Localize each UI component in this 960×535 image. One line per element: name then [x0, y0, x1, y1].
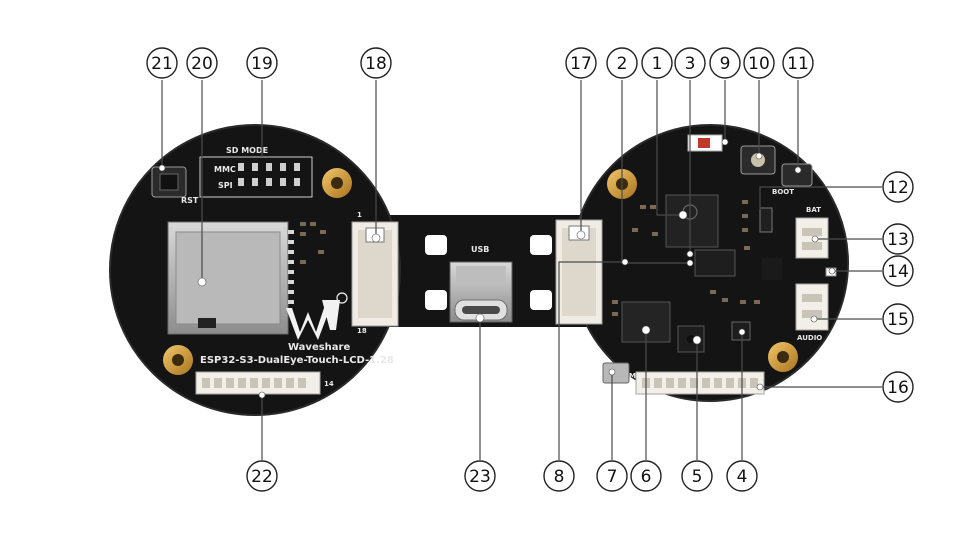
callout-20: 20	[186, 47, 218, 79]
callout-19: 19	[246, 47, 278, 79]
callout-22-label: 22	[251, 467, 273, 487]
callout-4-label: 4	[737, 467, 748, 487]
callout-16-label: 16	[887, 378, 909, 398]
callout-7: 7	[596, 460, 628, 492]
boot-button[interactable]	[740, 145, 776, 175]
sd-card-slot	[167, 221, 294, 335]
left-smd-components	[300, 222, 326, 264]
callout-21-label: 21	[151, 54, 173, 74]
mounting-hole-left-top	[322, 168, 352, 198]
callout-1: 1	[641, 47, 673, 79]
callout-12: 12	[882, 171, 914, 203]
callouts: 21 20 19 18 17 2 1 3 9 10 11 12 13 14 15…	[146, 47, 914, 492]
callout-9: 9	[709, 47, 741, 79]
waveshare-logo	[286, 292, 348, 340]
callout-16: 16	[882, 371, 914, 403]
callout-2: 2	[606, 47, 638, 79]
callout-6-label: 6	[641, 467, 652, 487]
callout-3: 3	[674, 47, 706, 79]
power-led	[687, 134, 723, 152]
mmc-label: MMC	[214, 165, 236, 174]
callout-17-label: 17	[570, 54, 592, 74]
psram-chip	[694, 249, 736, 277]
leader-1	[656, 80, 683, 216]
sd-mode-jumpers	[199, 156, 313, 198]
callout-20-label: 20	[191, 54, 213, 74]
callout-23-label: 23	[469, 467, 491, 487]
leader-lines	[161, 80, 882, 460]
charge-ic	[759, 207, 773, 233]
sd-mode-label: SD MODE	[226, 146, 268, 155]
right-smd-components	[612, 200, 782, 316]
callout-1-label: 1	[652, 54, 663, 74]
audio-label: AUDIO	[797, 334, 822, 342]
bat-label: BAT	[806, 206, 821, 214]
callout-18: 18	[360, 47, 392, 79]
callout-21: 21	[146, 47, 178, 79]
esp32-s3-chip	[665, 194, 719, 248]
callout-17: 17	[565, 47, 597, 79]
callout-15-label: 15	[887, 310, 909, 330]
callout-7-label: 7	[607, 467, 618, 487]
pin-1-label: 1	[357, 211, 362, 219]
microphone	[602, 362, 630, 384]
rst-button[interactable]	[151, 166, 187, 198]
callout-4: 4	[726, 460, 758, 492]
callout-10-label: 10	[748, 54, 770, 74]
callout-5: 5	[681, 460, 713, 492]
callout-23: 23	[464, 460, 496, 492]
callout-13-label: 13	[887, 230, 909, 250]
brand-label: Waveshare	[288, 342, 350, 353]
right-pin-header	[635, 371, 765, 395]
usb-c-port[interactable]	[449, 261, 513, 323]
callout-12-label: 12	[887, 178, 909, 198]
callout-18-label: 18	[365, 54, 387, 74]
usb-label: USB	[471, 245, 489, 254]
pin-18-label: 18	[357, 327, 367, 335]
callout-19-label: 19	[251, 54, 273, 74]
model-label: ESP32-S3-DualEye-Touch-LCD-1.28	[200, 355, 394, 366]
callout-9-label: 9	[720, 54, 731, 74]
speaker-connector	[795, 283, 829, 331]
power-switch[interactable]	[781, 163, 813, 187]
callout-13: 13	[882, 223, 914, 255]
callout-14-label: 14	[887, 262, 909, 282]
callout-11: 11	[782, 47, 814, 79]
leader-8	[558, 261, 625, 460]
callout-11-label: 11	[787, 54, 809, 74]
callout-6: 6	[630, 460, 662, 492]
callout-22: 22	[246, 460, 278, 492]
callout-2-label: 2	[617, 54, 628, 74]
boot-label: BOOT	[772, 188, 794, 196]
mounting-hole-right-bottom	[768, 342, 798, 372]
callout-15: 15	[882, 303, 914, 335]
rst-label: RST	[181, 196, 199, 205]
leader-endpoints	[158, 138, 836, 399]
callout-5-label: 5	[692, 467, 703, 487]
mounting-hole-left-bottom	[163, 345, 193, 375]
left-pin-14-label: 14	[324, 380, 334, 388]
callout-14: 14	[882, 255, 914, 287]
callout-8: 8	[543, 460, 575, 492]
callout-8-label: 8	[554, 467, 565, 487]
callout-3-label: 3	[685, 54, 696, 74]
callout-10: 10	[743, 47, 775, 79]
spi-label: SPI	[218, 181, 233, 190]
left-pin-header	[195, 371, 321, 395]
leader-12	[759, 186, 882, 210]
right-lcd-fpc-connector	[555, 219, 603, 325]
